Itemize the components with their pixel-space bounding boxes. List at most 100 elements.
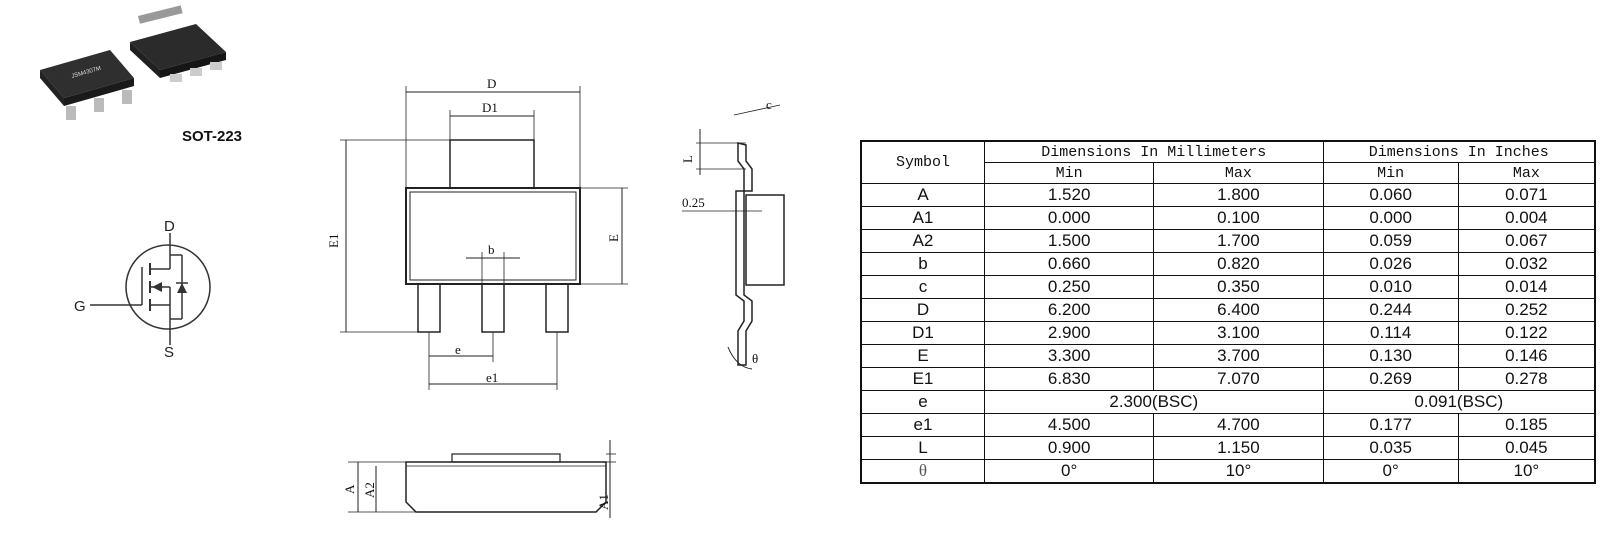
row-symbol: D1 [860,321,985,345]
row-symbol: E [860,344,985,368]
symbol-header: Symbol [860,140,985,184]
in-min-cell: 0.059 [1322,229,1459,253]
dimensions-table: Symbol Dimensions In Millimeters Dimensi… [860,140,1596,484]
front-view-drawing: A A2 A1 [342,440,616,518]
table-row: e 2.300(BSC) 0.091(BSC) [860,390,1596,414]
row-symbol: b [860,252,985,276]
row-symbol: θ [860,459,985,484]
dim-label-b: b [488,242,495,257]
in-min-cell: 0.026 [1322,252,1459,276]
in-max-cell: 0.252 [1457,298,1596,322]
mm-max-cell: 0.350 [1153,275,1324,299]
in-max-cell: 0.122 [1457,321,1596,345]
mm-min-cell: 0.900 [983,436,1155,460]
in-min-cell: 0.000 [1322,206,1459,230]
table-row: L 0.900 1.150 0.035 0.045 [860,436,1596,460]
mm-max-cell: 0.820 [1153,252,1324,276]
mm-min-header: Min [983,162,1155,184]
mm-max-cell: 4.700 [1153,413,1324,437]
mm-min-cell: 1.520 [983,183,1155,207]
dim-label-e1: e1 [486,370,498,385]
dim-label-D: D [487,76,496,91]
mm-max-header: Max [1153,162,1324,184]
dim-label-A1: A1 [596,494,611,510]
side-view-drawing: c L 0.25 θ [680,97,785,370]
row-symbol: A [860,183,985,207]
in-max-cell: 10° [1457,459,1596,484]
mm-min-cell: 4.500 [983,413,1155,437]
in-max-cell: 0.146 [1457,344,1596,368]
in-min-cell: 0.269 [1322,367,1459,391]
table-row: D 6.200 6.400 0.244 0.252 [860,298,1596,322]
dim-label-e: e [455,342,461,357]
in-min-cell: 0.114 [1322,321,1459,345]
in-min-cell: 0° [1322,459,1459,484]
mm-max-cell: 1.800 [1153,183,1324,207]
in-min-cell: 0.010 [1322,275,1459,299]
table-row: A1 0.000 0.100 0.000 0.004 [860,206,1596,230]
table-row: c 0.250 0.350 0.010 0.014 [860,275,1596,299]
table-row: b 0.660 0.820 0.026 0.032 [860,252,1596,276]
row-symbol: e [860,390,985,414]
mm-max-cell: 3.700 [1153,344,1324,368]
in-max-cell: 0.067 [1457,229,1596,253]
in-min-cell: 0.177 [1322,413,1459,437]
in-max-cell: 0.071 [1457,183,1596,207]
mm-max-cell: 3.100 [1153,321,1324,345]
row-symbol: D [860,298,985,322]
table-row: e1 4.500 4.700 0.177 0.185 [860,413,1596,437]
dim-label-E: E [606,234,621,242]
dim-label-E1: E1 [326,234,341,248]
mm-min-cell: 2.900 [983,321,1155,345]
row-symbol: A1 [860,206,985,230]
row-symbol: e1 [860,413,985,437]
dim-label-c: c [766,97,772,112]
in-min-cell: 0.060 [1322,183,1459,207]
in-max-cell: 0.045 [1457,436,1596,460]
package-label: SOT-223 [182,128,243,145]
mm-min-cell: 6.830 [983,367,1155,391]
table-row: A2 1.500 1.700 0.059 0.067 [860,229,1596,253]
in-max-header: Max [1457,162,1596,184]
mm-min-cell: 3.300 [983,344,1155,368]
dim-label-theta: θ [752,351,758,366]
mm-max-cell: 7.070 [1153,367,1324,391]
row-symbol: E1 [860,367,985,391]
table-row: A 1.520 1.800 0.060 0.071 [860,183,1596,207]
mm-min-cell: 0.000 [983,206,1155,230]
table-row: E 3.300 3.700 0.130 0.146 [860,344,1596,368]
table-row: θ 0° 10° 0° 10° [860,459,1596,484]
in-min-cell: 0.035 [1322,436,1459,460]
dim-label-L: L [680,155,695,163]
mm-max-cell: 6.400 [1153,298,1324,322]
in-max-cell: 0.014 [1457,275,1596,299]
row-symbol: L [860,436,985,460]
mm-min-cell: 0.250 [983,275,1155,299]
mm-min-cell: 0.660 [983,252,1155,276]
dim-label-0-25: 0.25 [682,195,705,210]
pin-label-source: S [164,344,175,361]
in-max-cell: 0.004 [1457,206,1596,230]
inch-header: Dimensions In Inches [1322,140,1596,163]
mm-min-cell: 0° [983,459,1155,484]
mm-min-cell: 6.200 [983,298,1155,322]
mosfet-symbol [90,233,211,345]
dim-label-A2: A2 [362,482,377,498]
mm-max-cell: 0.100 [1153,206,1324,230]
in-min-cell: 0.244 [1322,298,1459,322]
package-photo: JSM4307M [40,5,226,120]
row-symbol: A2 [860,229,985,253]
table-row: E1 6.830 7.070 0.269 0.278 [860,367,1596,391]
pin-label-gate: G [74,298,86,315]
pin-label-drain: D [164,218,175,235]
mm-min-cell: 1.500 [983,229,1155,253]
mm-max-cell: 10° [1153,459,1324,484]
mm-bsc-cell: 2.300(BSC) [984,390,1324,414]
top-view-drawing: D D1 E1 E b e e1 [326,76,628,390]
dim-label-A: A [342,484,357,494]
mm-max-cell: 1.150 [1153,436,1324,460]
in-min-cell: 0.130 [1322,344,1459,368]
in-max-cell: 0.032 [1457,252,1596,276]
mm-max-cell: 1.700 [1153,229,1324,253]
mm-header: Dimensions In Millimeters [984,140,1324,163]
